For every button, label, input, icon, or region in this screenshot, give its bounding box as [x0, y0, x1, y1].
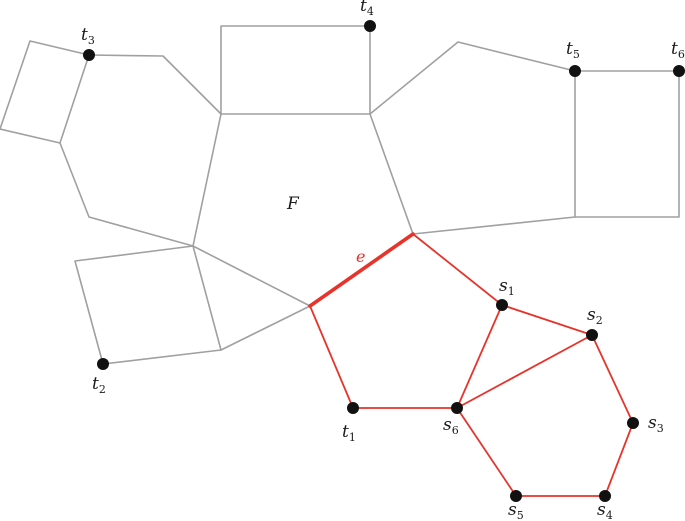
edge-path-t1 — [309, 305, 458, 409]
label-s6: s6 — [443, 415, 459, 437]
vertex-s6 — [451, 402, 463, 414]
vertex-t1 — [347, 402, 359, 414]
edge-e — [308, 232, 415, 308]
vertex-s3 — [627, 417, 639, 429]
rect-t5-t6 — [574, 70, 680, 218]
square-t2 — [74, 245, 222, 365]
label-s5: s5 — [508, 500, 524, 521]
label-s1: s1 — [499, 276, 515, 298]
vertex-t4 — [364, 20, 376, 32]
label-t1: t1 — [342, 422, 356, 444]
edge-t2-to-e — [220, 305, 311, 351]
rect-t4 — [220, 25, 371, 115]
face-label-f: F — [286, 194, 300, 214]
square-t3 — [0, 40, 90, 144]
edge-s6-s1 — [456, 304, 503, 409]
label-t3: t3 — [81, 25, 95, 47]
vertex-t2 — [97, 358, 109, 370]
edge-chain-left — [59, 142, 194, 247]
label-s3: s3 — [648, 413, 664, 435]
vertices — [83, 20, 685, 502]
label-t5: t5 — [566, 39, 580, 61]
label-t2: t2 — [92, 374, 106, 396]
edge-label-e: e — [356, 247, 365, 266]
vertex-t3 — [83, 49, 95, 61]
vertex-t5 — [569, 65, 581, 77]
edge-s6-s2 — [456, 334, 593, 409]
edge-path-s — [412, 233, 634, 497]
vertex-s1 — [496, 299, 508, 311]
label-t6: t6 — [671, 39, 685, 61]
edge-f-right — [369, 113, 414, 235]
vertex-s2 — [586, 329, 598, 341]
label-s2: s2 — [587, 305, 603, 327]
edge-to-rect — [412, 216, 576, 235]
label-t4: t4 — [360, 0, 374, 18]
gray-edges — [0, 25, 680, 365]
red-edges — [308, 232, 634, 497]
edge-f-bottom — [192, 245, 311, 307]
label-s4: s4 — [597, 500, 613, 521]
vertex-s5 — [510, 490, 522, 502]
edge-chain-top-left — [88, 54, 222, 115]
edge-chain-top-right — [369, 41, 576, 115]
vertex-t6 — [673, 65, 685, 77]
vertex-s4 — [599, 490, 611, 502]
edge-f-left — [192, 113, 222, 247]
